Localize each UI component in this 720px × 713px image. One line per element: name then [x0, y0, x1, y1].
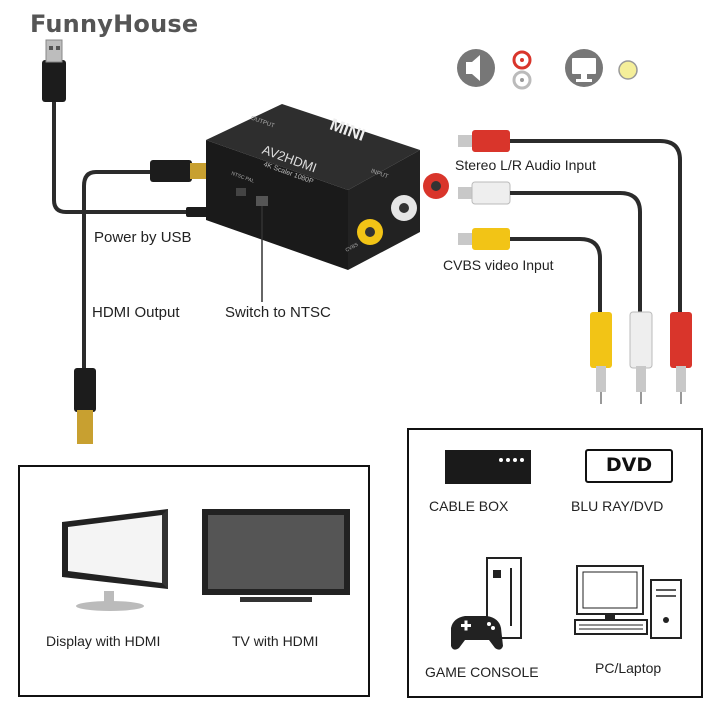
tv-icon — [202, 509, 350, 602]
blu-ray-label: BLU RAY/DVD — [571, 498, 664, 514]
video-indicator-icon — [618, 60, 638, 80]
cable-box-label: CABLE BOX — [429, 498, 509, 514]
rca-cables — [458, 130, 692, 404]
audio-rca-icon — [512, 50, 532, 90]
cvbs-label: CVBS video Input — [443, 257, 554, 273]
game-console-icon — [451, 557, 522, 650]
speaker-icon — [457, 49, 495, 87]
desktop-monitor-icon — [62, 509, 168, 611]
brand-title: FunnyHouse — [30, 10, 199, 38]
stereo-label: Stereo L/R Audio Input — [455, 157, 596, 173]
power-label: Power by USB — [94, 229, 192, 246]
hdmi-cable — [74, 160, 206, 444]
converter-box — [206, 104, 449, 270]
pc-laptop-icon — [574, 565, 682, 639]
switch-label: Switch to NTSC — [225, 304, 331, 321]
hdmi-output-label: HDMI Output — [92, 304, 180, 321]
tv-label: TV with HDMI — [232, 633, 319, 649]
display-label: Display with HDMI — [46, 633, 161, 649]
monitor-icon — [565, 49, 603, 87]
usb-cable — [42, 39, 219, 217]
output-devices-panel: Display with HDMI TV with HDMI — [18, 465, 370, 697]
dvd-badge: DVD — [585, 449, 673, 483]
pc-laptop-label: PC/Laptop — [595, 660, 662, 676]
input-sources-panel: DVD CABLE BOX BLU RAY/DVD GAME CONSOLE P… — [407, 428, 703, 698]
cable-box-icon — [445, 450, 531, 484]
game-console-label: GAME CONSOLE — [425, 664, 539, 680]
device-input-text: INPUT — [370, 169, 389, 181]
